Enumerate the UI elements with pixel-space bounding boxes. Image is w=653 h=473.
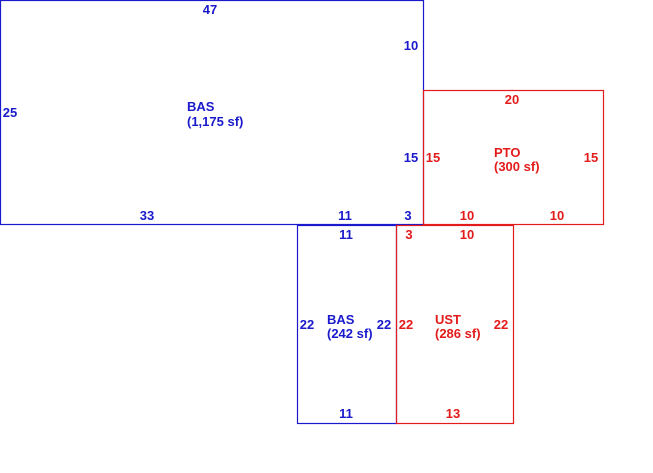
dim-bas-main-bottom-mid: 11 xyxy=(338,208,352,223)
dim-ust-top-right: 10 xyxy=(460,227,474,242)
pto-code: PTO xyxy=(494,145,521,160)
bas-main-area: (1,175 sf) xyxy=(187,114,243,129)
dim-bas-main-bottom-left: 33 xyxy=(140,208,154,223)
bas-main-code: BAS xyxy=(187,99,215,114)
ust-area: (286 sf) xyxy=(435,326,481,341)
dim-bas-small-bottom: 11 xyxy=(339,406,353,421)
dim-bas-main-right-lower: 15 xyxy=(404,150,418,165)
dim-bas-main-top: 47 xyxy=(203,2,217,17)
dim-pto-bottom-left: 10 xyxy=(460,208,474,223)
dim-ust-bottom: 13 xyxy=(446,406,460,421)
dim-ust-left: 22 xyxy=(399,317,413,332)
dim-bas-small-right: 22 xyxy=(377,317,391,332)
dim-bas-main-bottom-right: 3 xyxy=(404,208,411,223)
bas-small-area: (242 sf) xyxy=(327,326,373,341)
dim-bas-small-top: 11 xyxy=(339,227,353,242)
dim-bas-main-right-upper: 10 xyxy=(404,38,418,53)
pto-area: (300 sf) xyxy=(494,159,540,174)
dim-ust-right: 22 xyxy=(494,317,508,332)
dim-bas-small-left: 22 xyxy=(300,317,314,332)
dim-bas-main-left: 25 xyxy=(3,105,17,120)
dim-pto-left: 15 xyxy=(426,150,440,165)
bas-small-code: BAS xyxy=(327,312,355,327)
dim-ust-top-left: 3 xyxy=(405,227,412,242)
dim-pto-bottom-right: 10 xyxy=(550,208,564,223)
ust-outline xyxy=(395,224,515,425)
pto-outline xyxy=(422,89,605,226)
dim-pto-right: 15 xyxy=(584,150,598,165)
dim-pto-top: 20 xyxy=(505,92,519,107)
ust-code: UST xyxy=(435,312,461,327)
